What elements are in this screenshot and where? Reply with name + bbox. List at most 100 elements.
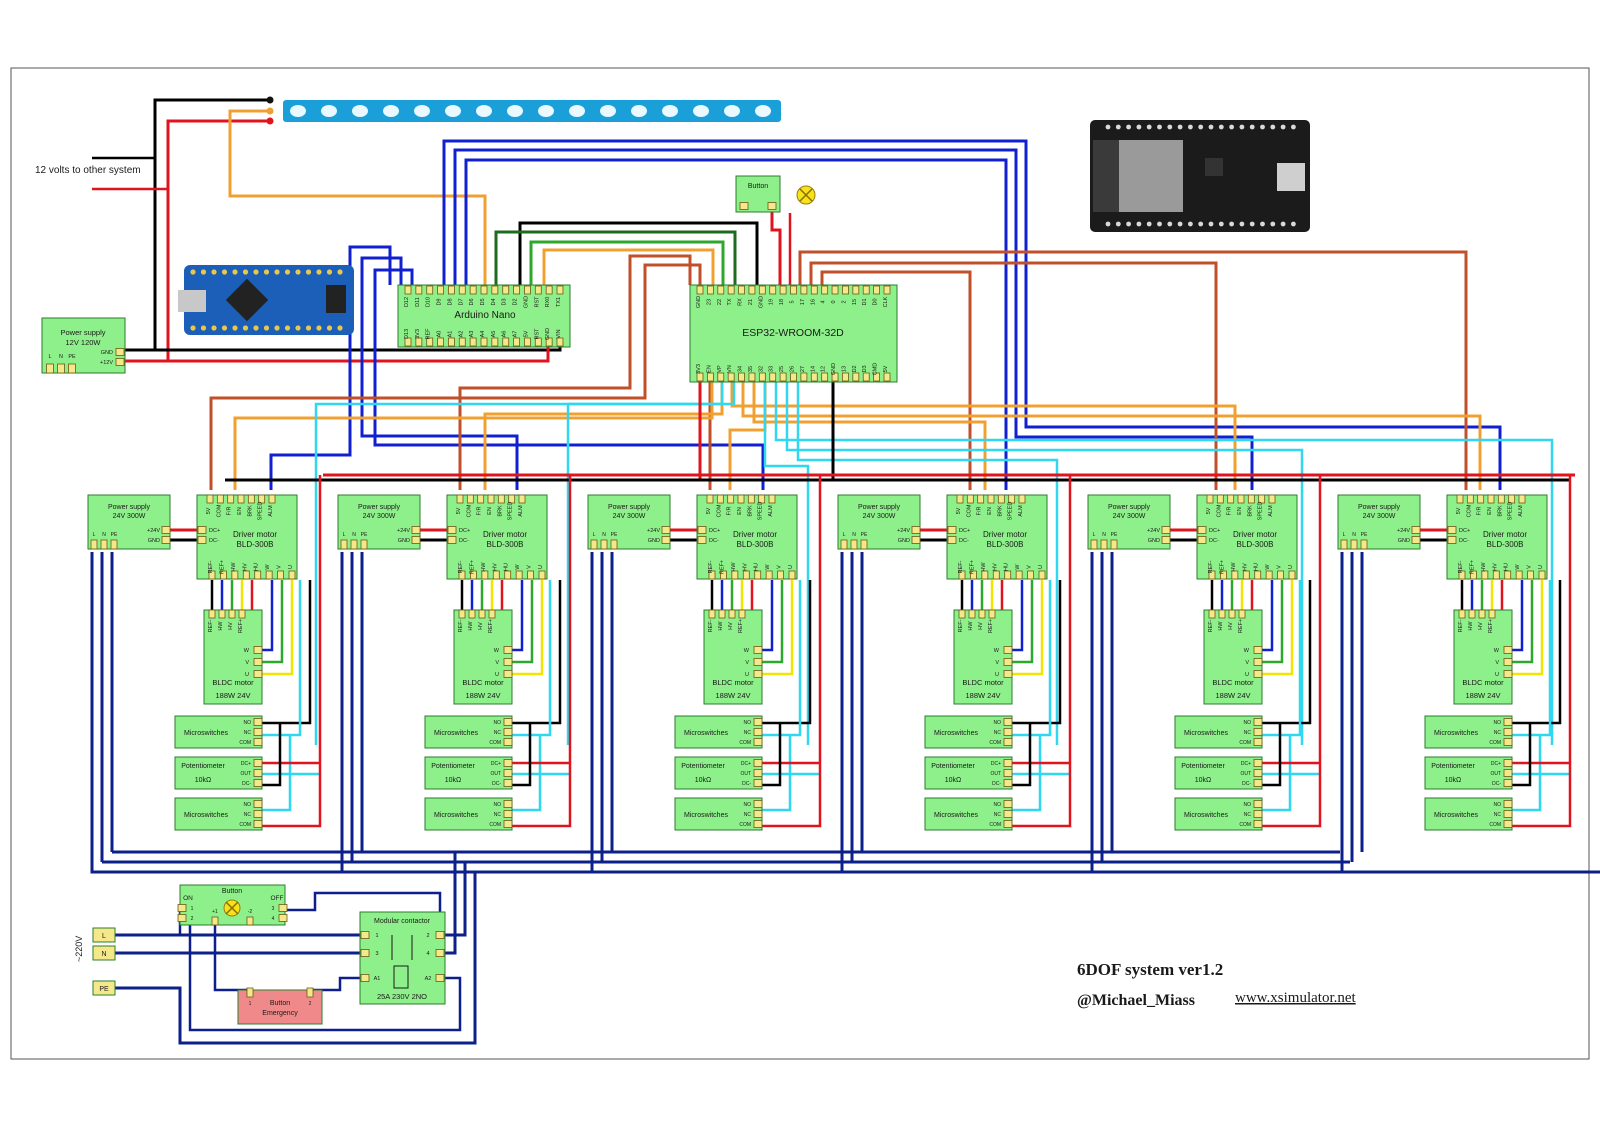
axis-6-pot-pin [1503,779,1513,787]
led-dot [445,105,461,117]
header-pin [1291,124,1296,130]
axis-4-pot-value: 10kΩ [945,777,962,784]
axis-4-psu-out-label: GND [898,538,910,544]
axis-2-pot-pin [503,779,513,787]
axis-3-driver-bottom-pin [720,570,727,580]
axis-1-motor-top-pin [208,609,216,619]
axis-2-wire-w [510,580,524,652]
axis-3-psu-title: Power supply [608,504,651,511]
axis-1-motor-phase-pin [253,658,263,666]
arduino-bottom-pin [480,337,488,347]
led-dot [321,105,337,117]
axis-2-microswitch-bottom-pin [503,810,513,818]
axis-1-wire-v [260,580,284,664]
esp32-top-pin-label: 17 [800,299,806,305]
arduino-top-pin-label: D5 [480,298,486,305]
header-pin [190,269,196,275]
axis-3-pot-pin-label: OUT [740,771,751,777]
axis-5-pot-pin [1253,769,1263,777]
header-pin [1239,221,1245,227]
axis-4-driver-bottom-pin [1038,570,1046,580]
lamp-cross [799,188,813,202]
axis-5-microswitch-bottom-pin-label: COM [1239,822,1251,828]
axis-6-psu-in-label: PE [1361,532,1368,538]
axis-3-driver-dc-pin [697,536,707,544]
axis-5-microswitch-top-pin [1253,718,1263,726]
esp32-module [689,284,898,383]
axis-5-motor-phase-label: V [1245,660,1249,666]
axis-3-pot-pin [753,779,763,787]
axis-5-microswitch-bottom [1174,797,1263,831]
arduino-top-pin-label: D2 [513,298,519,305]
axis-4-wire-sw-no [1010,580,1052,737]
contactor-in-label: 1 [375,933,378,939]
axis-2-driver-bottom-pin-label: HU [504,563,510,571]
axis-4-driver-bottom-pin-label: HU [1004,563,1010,571]
axis-3-wire-sw2 [760,735,792,812]
axis-4-driver-bottom-pin-label: V [1027,565,1033,569]
axis-6-driver-top-pin-label: SPEED [1508,502,1514,521]
axis-6-pot-pin [1503,759,1513,767]
mains-terminal-label: L [102,933,106,940]
axis-4-driver-top-pin [987,494,995,504]
header-pin [242,269,249,275]
axis-4-psu-out-pin [911,536,921,544]
wire-blue-5 [360,256,519,490]
axis-5-psu-in-pin [1100,539,1108,550]
axis-6-driver-top-pin-label: COM [1466,504,1472,517]
axis-5-microswitch-top-pin [1253,738,1263,746]
led-dot [662,105,678,117]
axis-1-potentiometer [174,756,263,790]
lamp-icon [796,185,816,205]
axis-3-microswitch-bottom-pin-label: NO [744,802,752,808]
axis-1-microswitch-bottom [174,797,263,831]
esp32-bottom-pin-label: 13 [841,366,847,372]
esp32-top-pin [727,285,735,295]
lamp-icon [223,899,241,917]
axis-3-wire-w [760,580,774,652]
axis-2-driver-top-pin [487,494,495,504]
arduino-bottom-pin [448,337,455,347]
axis-3-pot-pin-label: DC+ [741,761,751,767]
axis-6-motor-top-pin-label: HW [1468,621,1474,631]
axis-4-driver-bottom-pin-label: REF- [958,560,964,573]
axis-6-pot-value: 10kΩ [1445,777,1462,784]
axis-5-microswitch-bottom-pin [1253,800,1263,808]
wire-blue-2 [453,148,1254,490]
website-link[interactable]: www.xsimulator.net [1235,990,1357,1006]
axis-3-motor-phase-pin [753,658,763,666]
axis-6-driver-top-pin [1508,494,1516,504]
axis-6-wire-u [1510,580,1544,676]
header-pin [211,269,217,275]
main-psu-out-label: GND [101,350,113,356]
axis-5-pot-pin [1253,779,1263,787]
axis-6-microswitch-top-pin-label: NC [1494,730,1502,736]
power-button-on-label: ON [183,895,193,902]
axis-5-driver-bottom-pin [1208,570,1216,580]
led-dot [569,105,585,117]
axis-2-driver-bottom-pin-label: V [527,565,533,569]
axis-5-psu-in-label: L [1093,532,1096,538]
axis-5-driver-bottom-pin-label: HW [1231,562,1237,572]
axis-6-microswitch-bottom-pin-label: COM [1489,822,1501,828]
esp32-top-pin-label: D1 [862,298,868,305]
contactor-out-label: 2 [426,933,429,939]
esp32-bottom-pin [800,372,808,382]
arduino-nano-photo-icon [178,265,354,335]
axis-3-driver-top-pin [747,494,755,504]
axis-6-psu-in-pin [1340,539,1348,550]
axis-2-driver-top-pin [466,494,474,504]
axis-2-driver-top-pin-label: COM [466,504,472,517]
axis-5-driver-top-pin [1227,494,1235,504]
axis-2-driver-bottom-pin-label: W [515,564,521,570]
axis-1-driver-bottom-pin [288,570,296,580]
axis-5-driver-bottom-pin [1265,570,1273,580]
header-pin [1260,221,1265,227]
esp32-top-pin-label: 5 [790,300,796,303]
axis-6-driver-bottom-pin-label: HW [1481,562,1487,572]
arduino-nano-title: Arduino Nano [454,310,516,321]
main-psu-pin [57,363,65,374]
arduino-bottom-pin [458,337,466,347]
axis-1-driver-top-pin-label: EN [237,507,243,515]
